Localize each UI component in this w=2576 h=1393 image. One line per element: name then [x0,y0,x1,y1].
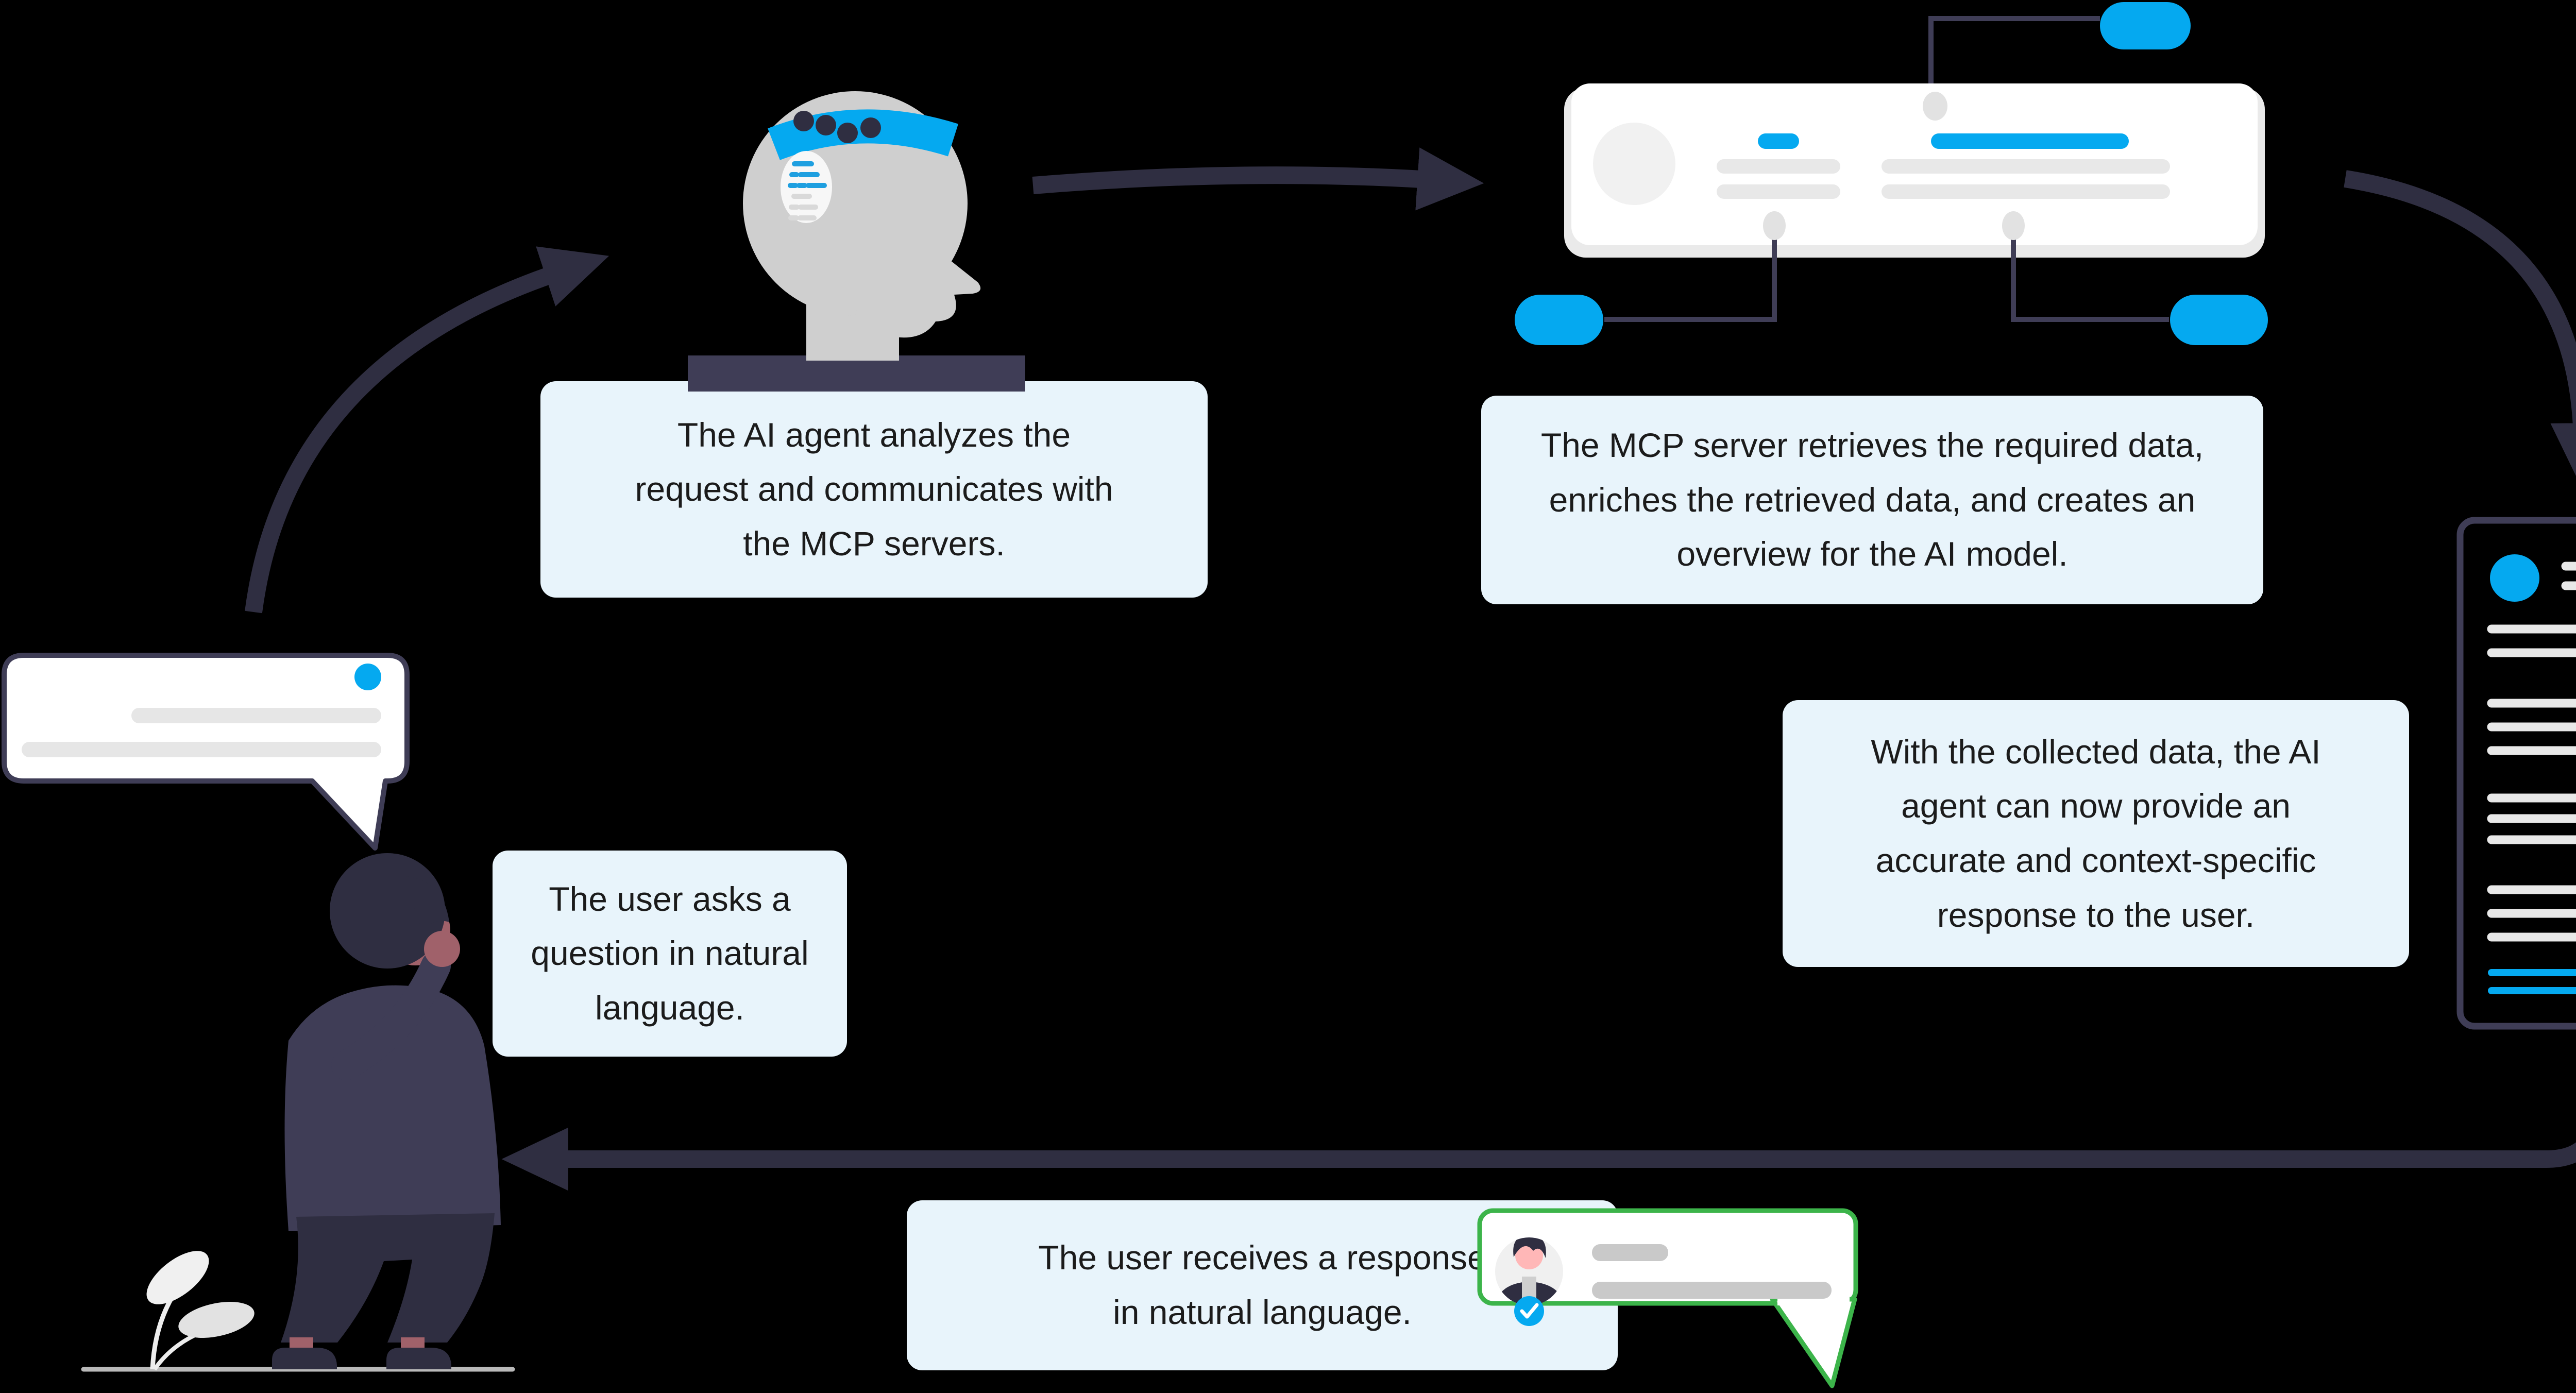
message-placeholder-bar [1592,1244,1668,1261]
document-panel-illustration [2456,517,2576,1030]
server-ports [1763,92,2025,240]
caption-user-asks: The user asks a question in natural lang… [493,851,847,1057]
document-blue-dot-icon [2490,554,2539,602]
person-jacket [284,985,501,1231]
node-pill-icon [2170,295,2268,345]
server-connector-lines [1604,227,2169,322]
document-text-lines [2487,562,2576,942]
document-blue-lines [2488,969,2576,994]
server-node-pills [1515,2,2268,345]
arrow-user-to-agent-icon [245,246,609,614]
ai-head-face-profile [855,242,981,338]
caption-ai-response: With the collected data, the AI agent ca… [1783,700,2409,967]
server-card-illustration [1515,2,2268,345]
verified-badge-icon [1514,1296,1544,1326]
arrow-server-to-document-icon [2344,170,2576,490]
person-standing-illustration [81,853,515,1372]
response-bubble [1477,1208,1858,1306]
server-blue-chip [1758,133,1799,149]
server-avatar-circle [1593,123,1675,205]
plant-icon [146,1251,255,1371]
server-connector-lines [1928,16,2100,94]
node-pill-icon [1515,295,1603,345]
ai-brain-code-lines [788,161,827,220]
text-placeholder-bar [22,742,381,757]
message-placeholder-bar [1592,1282,1832,1299]
text-placeholder-bar [131,708,381,723]
person-raised-arm [331,951,451,1080]
person-shoe [386,1348,451,1369]
person-shoe [272,1348,337,1369]
server-gray-bars [1717,159,2170,199]
caption-ai-agent: The AI agent analyzes the request and co… [540,381,1208,598]
person-hand [424,931,460,967]
speech-bubble-icon [2,653,410,851]
arrow-document-to-user-icon [501,1127,2576,1191]
avatar-hair [1513,1237,1546,1258]
response-bubble-tail [1770,1297,1857,1388]
ai-head-illustration [688,91,1025,392]
node-pill-icon [2100,2,2191,49]
ai-head-pedestal [688,355,1025,392]
check-icon [1520,1303,1539,1319]
avatar [1495,1237,1563,1326]
person-hair-front [397,876,449,932]
server-blue-bar [1931,133,2129,149]
headband-sensor-dots [793,111,881,143]
arrow-agent-to-server-icon [1032,147,1484,211]
document-panel [2456,517,2576,1030]
notification-dot-icon [354,664,381,690]
chat-response-bubble-icon [1477,1208,1858,1388]
flow-arrows [245,147,2576,1191]
caption-mcp-server: The MCP server retrieves the required da… [1481,396,2263,604]
person-pants [281,1213,495,1343]
